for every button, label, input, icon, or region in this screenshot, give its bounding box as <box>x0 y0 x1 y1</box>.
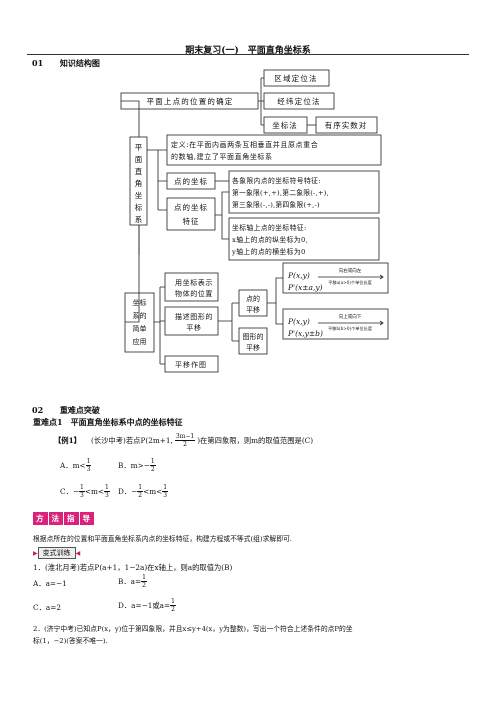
svg-text:各象限内点的坐标符号特征:: 各象限内点的坐标符号特征: <box>232 176 321 185</box>
svg-text:定义:在平面内画两条互相垂直并且原点重合: 定义:在平面内画两条互相垂直并且原点重合 <box>171 140 318 149</box>
svg-text:用坐标表示: 用坐标表示 <box>175 278 213 287</box>
svg-text:应用: 应用 <box>133 337 147 346</box>
svg-text:直: 直 <box>135 166 143 176</box>
section-1-heading: 01 知识结构图 <box>32 58 100 68</box>
svg-text:系: 系 <box>135 214 143 224</box>
method-guide-badge: 方 法 指 导 <box>33 512 94 525</box>
svg-text:平移: 平移 <box>246 305 260 314</box>
page-title: 期末复习(一) 平面直角坐标系 <box>185 46 311 56</box>
top-node-label: 平面上点的位置的确定 <box>147 96 234 106</box>
svg-text:点的坐标: 点的坐标 <box>174 176 208 186</box>
svg-text:特征: 特征 <box>183 216 200 226</box>
svg-text:物体的位置: 物体的位置 <box>175 289 213 298</box>
svg-text:有序实数对: 有序实数对 <box>325 120 368 130</box>
svg-text:坐标法: 坐标法 <box>272 120 298 130</box>
q1-option-a: A．a=−1 <box>33 579 67 588</box>
svg-text:点的坐标: 点的坐标 <box>174 202 208 212</box>
svg-text:平: 平 <box>135 143 143 152</box>
svg-text:描述图形的: 描述图形的 <box>175 312 213 321</box>
svg-text:P'(x,y±b): P'(x,y±b) <box>287 329 323 338</box>
svg-text:平移作图: 平移作图 <box>175 360 207 369</box>
svg-text:x轴上的点的纵坐标为0,: x轴上的点的纵坐标为0, <box>232 235 308 244</box>
section-2-heading: 02 重难点突破 <box>32 405 100 415</box>
key-point-title: 重难点1 平面直角坐标系中点的坐标特征 <box>33 417 183 427</box>
svg-text:第三象限(-,-),第四象限(+,-): 第三象限(-,-),第四象限(+,-) <box>232 200 320 209</box>
svg-text:坐标轴上点的坐标特征:: 坐标轴上点的坐标特征: <box>232 223 307 232</box>
svg-text:y轴上的点的横坐标为0: y轴上的点的横坐标为0 <box>231 247 306 256</box>
svg-text:平移: 平移 <box>246 343 260 352</box>
svg-text:P(x,y): P(x,y) <box>287 271 310 280</box>
svg-text:P'(x±a,y): P'(x±a,y) <box>287 283 323 292</box>
svg-text:平移b(b>0)个单位长度: 平移b(b>0)个单位长度 <box>328 325 373 332</box>
svg-text:的数轴,建立了平面直角坐标系: 的数轴,建立了平面直角坐标系 <box>171 152 273 161</box>
svg-text:坐: 坐 <box>135 191 143 200</box>
title-rule <box>27 54 469 55</box>
svg-text:角: 角 <box>135 178 143 188</box>
svg-text:图形的: 图形的 <box>243 332 264 341</box>
svg-text:面: 面 <box>135 155 143 164</box>
svg-text:简单: 简单 <box>133 324 147 333</box>
svg-text:向上或向下: 向上或向下 <box>339 313 362 320</box>
question-2: 2．(济宁中考)已知点P(x，y)位于第四象限，并且x≤y+4(x，y为整数)，… <box>33 625 353 633</box>
method-text: 根据点所在的位置和平面直角坐标系内点的坐标特征，构建方程或不等式(组)求解即可. <box>33 535 292 543</box>
svg-text:平移a(a>0)个单位长度: 平移a(a>0)个单位长度 <box>328 279 373 286</box>
root-box <box>129 136 148 226</box>
svg-text:P(x,y): P(x,y) <box>287 317 310 326</box>
svg-text:经纬定位法: 经纬定位法 <box>277 96 321 106</box>
svg-text:平移: 平移 <box>186 323 201 332</box>
svg-text:坐标: 坐标 <box>133 298 147 307</box>
svg-text:区域定位法: 区域定位法 <box>274 73 318 83</box>
question-2-answer: 标(1，−2)(答案不唯一). <box>33 637 108 645</box>
svg-text:第一象限(+,+),第二象限(-,+),: 第一象限(+,+),第二象限(-,+), <box>232 188 329 197</box>
practice-badge: ▶变式训练◀ <box>33 547 81 559</box>
svg-text:点的: 点的 <box>246 294 260 303</box>
question-1: 1．(淮北月考)若点P(a+1，1−2a)在x轴上，则a的取值为(B) <box>33 563 233 572</box>
knowledge-structure-diagram: 平面上点的位置的确定 区域定位法 经纬定位法 坐标法 有序实数对 定义:在平面内… <box>120 69 389 373</box>
svg-text:标: 标 <box>135 202 143 212</box>
svg-text:系的: 系的 <box>133 311 147 320</box>
svg-text:向右或向左: 向右或向左 <box>339 267 362 274</box>
q1-option-c: C．a=2 <box>33 603 61 612</box>
